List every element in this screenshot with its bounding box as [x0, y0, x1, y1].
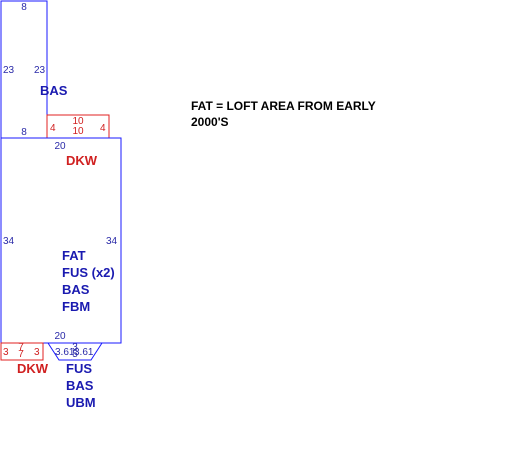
deck-top-dim-right: 4	[100, 123, 106, 134]
main-section-outline	[0, 137, 122, 344]
deck-top-dim-left: 4	[50, 123, 56, 134]
bay-dim-center-top: 3	[72, 342, 78, 353]
deck-bottom-label: DKW	[17, 361, 49, 376]
main-dim-bottom: 20	[54, 331, 66, 342]
bay-dim-left: 3.61	[55, 347, 75, 358]
bay-label-ubm: UBM	[66, 395, 96, 410]
note-line-1: FAT = LOFT AREA FROM EARLY	[191, 99, 376, 113]
note-line-2: 2000'S	[191, 115, 229, 129]
bay-dim-center-bottom: 5	[72, 349, 78, 360]
bay-label-fus: FUS	[66, 361, 92, 376]
upper-dim-top: 8	[21, 2, 27, 13]
main-label-fbm: FBM	[62, 299, 90, 314]
deck-top-dim-inner: 10	[72, 126, 84, 137]
bay-label-bas: BAS	[66, 378, 94, 393]
main-dim-right: 34	[106, 236, 118, 247]
deck-top-label: DKW	[66, 153, 98, 168]
upper-dim-right: 23	[34, 65, 46, 76]
deck-bottom-dim-top: 7	[18, 342, 24, 353]
main-label-bas: BAS	[62, 282, 90, 297]
deck-top-dim-top: 10	[72, 116, 84, 127]
main-label-fat: FAT	[62, 248, 86, 263]
main-label-fus: FUS (x2)	[62, 265, 115, 280]
deck-bottom-dim-inner: 7	[18, 349, 24, 360]
main-dim-left: 34	[3, 236, 15, 247]
deck-bottom-outline	[0, 342, 44, 361]
bay-section-outline	[47, 342, 103, 361]
main-dim-top: 20	[54, 141, 66, 152]
deck-bottom-dim-left: 3	[3, 347, 9, 358]
bay-dim-right: 3.61	[74, 347, 94, 358]
upper-dim-left: 23	[3, 65, 15, 76]
deck-bottom-dim-right: 3	[34, 347, 40, 358]
upper-dim-bottom: 8	[21, 127, 27, 138]
upper-section-label: BAS	[40, 83, 68, 98]
